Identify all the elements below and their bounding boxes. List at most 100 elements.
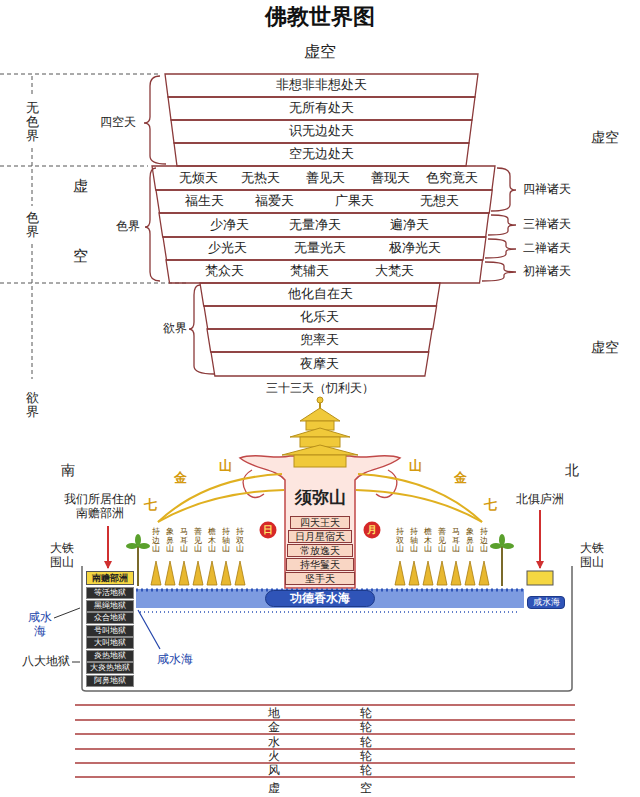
- region-label: 虚空: [591, 339, 619, 355]
- moon-disc: 月: [363, 521, 381, 539]
- sumeru-tier: 持华鬘天: [286, 558, 354, 571]
- golden-mountain-char: 金: [174, 471, 187, 486]
- heaven-band: 化乐天: [204, 306, 437, 329]
- heaven-band: 无烦天无热天善见天善现天色究竟天: [152, 166, 495, 190]
- band-shape: [163, 237, 486, 260]
- heaven-name: 识无边处天: [289, 124, 354, 139]
- golden-mountain-name: 持边山: [480, 528, 488, 554]
- bracket: [144, 76, 516, 374]
- sumeru-tier: 四天王天: [290, 516, 350, 529]
- golden-mountain-name: 善见山: [194, 528, 202, 554]
- box-label: 四天王天: [300, 518, 340, 528]
- heaven-name: 无量光天: [294, 241, 346, 256]
- sun-disc: 日: [259, 521, 277, 539]
- heaven-name: 无所有处天: [289, 101, 354, 116]
- golden-mountain-name: 持轴山: [410, 528, 418, 554]
- golden-mountain-char: 七: [144, 498, 157, 513]
- box-label: 日: [263, 525, 273, 535]
- golden-mountain-arc: [158, 474, 482, 522]
- heaven-name: 遍净天: [390, 218, 429, 233]
- sumeru-tier: 常放逸天: [287, 544, 353, 557]
- region-label: 南: [61, 462, 75, 478]
- heaven-name: 色究竟天: [426, 171, 478, 186]
- heaven-name: 梵众天: [205, 264, 244, 279]
- box-label: 持华鬘天: [300, 560, 340, 570]
- box-label: 等活地狱: [94, 589, 126, 597]
- heaven-name: 少净天: [210, 218, 249, 233]
- sea-pill: 功德香水海: [265, 590, 375, 607]
- region-label: 大铁围山: [50, 542, 75, 570]
- continent-box: 南赡部洲: [86, 571, 134, 585]
- golden-mountain-char: 山: [409, 459, 422, 474]
- hell-box: 众合地狱: [86, 612, 134, 624]
- sumeru-tier: 日月星宿天: [288, 530, 352, 543]
- sumeru-tier: 坚手天: [285, 572, 355, 585]
- band-shape: [152, 166, 495, 190]
- region-label: 八大地狱: [22, 655, 70, 669]
- heaven-name: 化乐天: [300, 310, 339, 325]
- stratum-label: 火轮: [188, 750, 452, 762]
- band-shape: [168, 97, 475, 120]
- golden-mountain-name: 善见山: [438, 528, 446, 554]
- golden-mountain-char: 七: [484, 498, 497, 513]
- heaven-band: 少净天 无量净天 遍净天: [159, 213, 489, 237]
- hell-box: 黑绳地狱: [86, 600, 134, 612]
- hell-box: 大叫地狱: [86, 637, 134, 649]
- leader-line: [54, 608, 80, 662]
- band-shape: [171, 120, 472, 143]
- heaven-name: 无量净天: [289, 218, 341, 233]
- golden-mountain-name: 马耳山: [452, 528, 460, 554]
- band-shape: [174, 143, 469, 166]
- sea-wave: [140, 611, 520, 613]
- box-label: 南赡部洲: [92, 574, 128, 583]
- heaven-name: 善现天: [371, 171, 410, 186]
- continent-box: [527, 571, 553, 585]
- band-shape: [166, 260, 482, 283]
- region-label: 二禅诸天: [523, 242, 571, 256]
- region-label: 我们所居住的 南赡部洲: [62, 493, 138, 521]
- heaven-name: 极净光天: [389, 241, 441, 256]
- stratum-label: 金轮: [188, 721, 452, 733]
- heaven-band: 梵众天梵辅天大梵天: [166, 260, 482, 283]
- golden-mountain-name: 马耳山: [180, 528, 188, 554]
- heaven-name: 三十三天（忉利天）: [266, 382, 374, 396]
- heaven-name: 无烦天: [179, 171, 218, 186]
- band-shape: [204, 306, 437, 329]
- golden-mountain-name: 檐木山: [424, 528, 432, 554]
- hell-box: 炎热地狱: [86, 650, 134, 662]
- hell-box: 等活地狱: [86, 587, 134, 599]
- box-label: 咸水海: [533, 598, 560, 607]
- heaven-name: 空无边处天: [289, 147, 354, 162]
- box-label: 常放逸天: [300, 546, 340, 556]
- heaven-name: 他化自在天: [288, 287, 353, 302]
- hell-box: 阿鼻地狱: [86, 675, 134, 687]
- band-shape: [211, 352, 429, 376]
- heaven-band: 空无边处天: [174, 143, 469, 166]
- band-shape: [207, 329, 432, 352]
- heaven-band: 非想非非想处天: [165, 74, 478, 97]
- box-label: 坚手天: [305, 574, 335, 584]
- region-label: 空: [73, 248, 88, 265]
- heaven-name: 福生天: [185, 194, 224, 209]
- band-shape: [200, 283, 440, 306]
- heaven-band: 少光天 无量光天 极净光天: [163, 237, 486, 260]
- region-label: 欲界: [26, 391, 39, 420]
- heaven-band: 他化自在天: [200, 283, 440, 306]
- golden-mountain-name: 持轴山: [222, 528, 230, 554]
- heaven-name: 夜摩天: [300, 357, 339, 372]
- band-shape: [165, 74, 478, 97]
- heaven-name: 梵辅天: [290, 264, 329, 279]
- leader-line: [138, 610, 160, 649]
- box-label: 阿鼻地狱: [94, 677, 126, 685]
- box-label: 月: [367, 525, 377, 535]
- golden-mountain-name: 持双山: [396, 528, 404, 554]
- region-label: 四空天: [100, 116, 136, 130]
- heaven-name: 少光天: [208, 241, 247, 256]
- band-shape: [159, 213, 489, 237]
- box-label: 日月星宿天: [295, 532, 345, 542]
- heaven-name: 无想天: [420, 194, 459, 209]
- heaven-band: 兜率天: [207, 329, 432, 352]
- heaven-band: 无所有处天: [168, 97, 475, 120]
- box-label: 号叫地狱: [94, 627, 126, 635]
